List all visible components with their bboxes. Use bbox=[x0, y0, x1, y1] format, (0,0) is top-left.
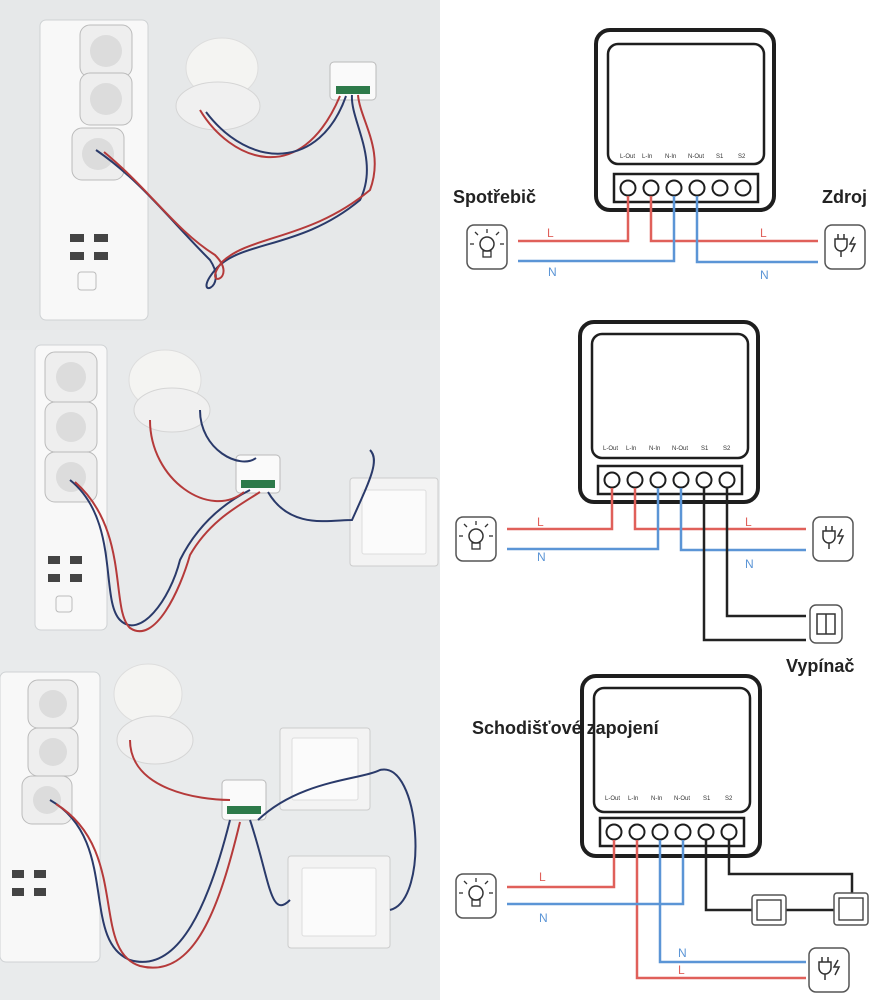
terminal-label: N-In bbox=[651, 796, 662, 802]
wire-label: L bbox=[678, 963, 685, 977]
staircase-title: Schodišťové zapojení bbox=[472, 718, 660, 738]
smart-relay-module bbox=[329, 61, 377, 101]
diagram-staircase: L-Out L-In N-In N-Out S1 S2 Schodišťové … bbox=[455, 674, 869, 993]
staircase-switch-2 bbox=[833, 892, 869, 926]
terminal-label: L-Out bbox=[620, 154, 635, 160]
terminal-label: N-Out bbox=[674, 796, 690, 802]
relay-module: L-Out L-In N-In N-Out S1 S2 bbox=[580, 674, 762, 858]
terminal-label: S1 bbox=[701, 446, 709, 452]
terminal-label: N-Out bbox=[672, 446, 688, 452]
terminal-label: L-In bbox=[642, 154, 652, 160]
terminal-label: L-Out bbox=[605, 796, 620, 802]
diagram-basic: L-Out L-In N-In N-Out S1 S2 L N L N Spot… bbox=[453, 28, 867, 282]
relay-module: L-Out L-In N-In N-Out S1 S2 bbox=[594, 28, 776, 212]
terminal-label: L-In bbox=[626, 446, 636, 452]
photo-panel-1 bbox=[0, 0, 440, 330]
terminal-screws bbox=[605, 823, 738, 841]
power-strip bbox=[0, 671, 101, 963]
wire-label: L bbox=[745, 515, 752, 529]
terminal-label: N-Out bbox=[688, 154, 704, 160]
wire-label: N bbox=[539, 911, 548, 925]
photo-panel-2 bbox=[0, 330, 440, 660]
wire-label: N bbox=[548, 265, 557, 279]
wire-label: L bbox=[760, 226, 767, 240]
diagram-with-switch: L-Out L-In N-In N-Out S1 S2 L N L N Vypí… bbox=[455, 320, 854, 676]
wall-switch-2 bbox=[287, 855, 391, 949]
switch-label: Vypínač bbox=[786, 656, 854, 676]
bulb-icon bbox=[466, 224, 508, 270]
power-strip bbox=[39, 19, 149, 321]
wall-switch-1 bbox=[279, 727, 371, 811]
terminal-label: S1 bbox=[703, 796, 711, 802]
terminal-label: S2 bbox=[723, 446, 731, 452]
wire-label: N bbox=[760, 268, 769, 282]
wire-label: N bbox=[678, 946, 687, 960]
appliance-label: Spotřebič bbox=[453, 187, 536, 207]
plug-icon bbox=[824, 224, 866, 270]
terminal-label: N-In bbox=[665, 154, 676, 160]
bulb-icon bbox=[455, 516, 497, 562]
plug-icon bbox=[808, 947, 850, 993]
terminal-screws bbox=[603, 471, 736, 489]
terminal-label: S2 bbox=[738, 154, 746, 160]
source-label: Zdroj bbox=[822, 187, 867, 207]
terminal-screws bbox=[619, 179, 752, 197]
wire-label: N bbox=[745, 557, 754, 571]
plug-icon bbox=[812, 516, 854, 562]
light-bulb bbox=[128, 349, 211, 433]
terminal-label: L-Out bbox=[603, 446, 618, 452]
power-strip bbox=[34, 344, 108, 631]
photo-panel-3 bbox=[0, 660, 440, 1000]
switch-icon bbox=[809, 604, 843, 644]
terminal-label: S1 bbox=[716, 154, 724, 160]
light-bulb bbox=[113, 663, 194, 765]
wire-label: L bbox=[537, 515, 544, 529]
terminal-label: S2 bbox=[725, 796, 733, 802]
relay-module: L-Out L-In N-In N-Out S1 S2 bbox=[578, 320, 760, 504]
light-bulb bbox=[175, 37, 261, 131]
wall-switch bbox=[349, 477, 439, 567]
staircase-switch-1 bbox=[751, 894, 787, 926]
wire-label: N bbox=[537, 550, 546, 564]
wire-label: L bbox=[539, 870, 546, 884]
bulb-icon bbox=[455, 873, 497, 919]
terminal-label: N-In bbox=[649, 446, 660, 452]
wire-label: L bbox=[547, 226, 554, 240]
terminal-label: L-In bbox=[628, 796, 638, 802]
